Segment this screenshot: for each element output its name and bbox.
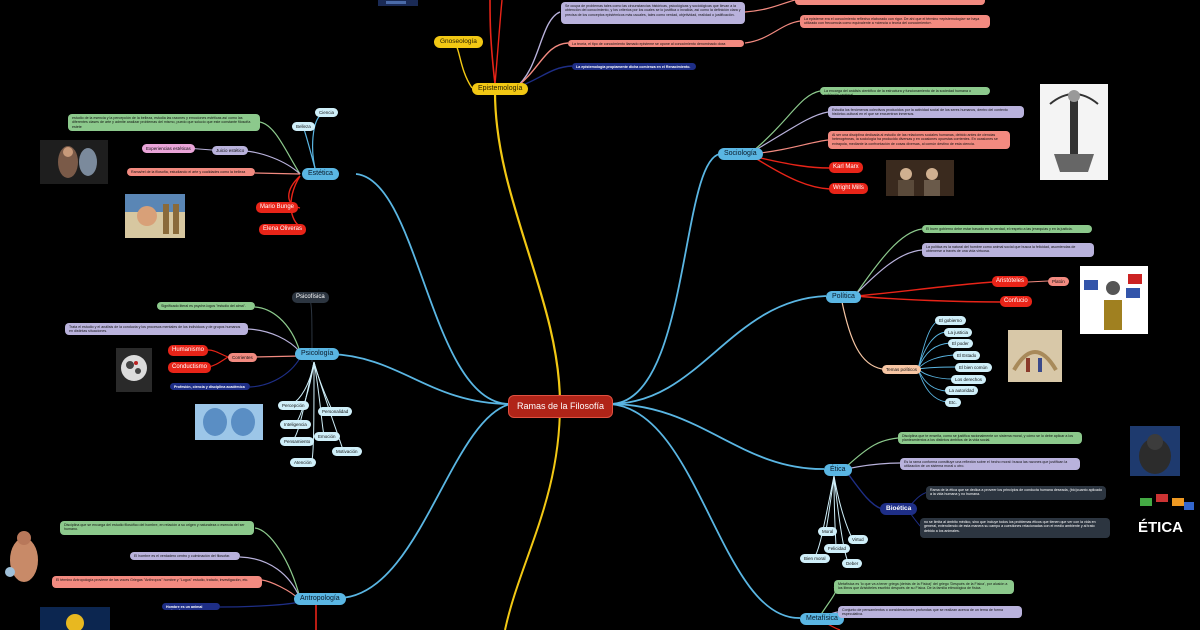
epistemologia-note-2[interactable]: La teoría, el tipo de conocimiento llama…: [568, 40, 744, 47]
metafisica-note-2[interactable]: Conjunto de pensamientos o consideracion…: [838, 606, 1022, 618]
politica-note-2[interactable]: La política es la natural del hombre com…: [922, 243, 1094, 257]
psicologia-conductismo[interactable]: Conductismo: [168, 362, 212, 374]
etica-virtud[interactable]: Virtud: [848, 535, 868, 545]
etica-bioetica-note-2[interactable]: no se limita al ámbito médico, sino que …: [920, 518, 1110, 538]
politica-tema-estado[interactable]: El Estado: [953, 351, 981, 361]
psicologia-motivacion[interactable]: Motivación: [332, 447, 362, 457]
politica-tema-autoridad[interactable]: La autoridad: [945, 386, 979, 396]
estetica-note-2[interactable]: Rama/rel de la filosofía, estudiando el …: [127, 168, 255, 176]
estetica-belleza[interactable]: Belleza: [292, 122, 315, 132]
subtopic-gnoseologia[interactable]: Gnoseología: [434, 36, 483, 48]
brain-tech-image: [40, 607, 110, 630]
politica-temas[interactable]: Temas políticos: [882, 365, 922, 375]
topic-metafisica[interactable]: Metafísica: [800, 613, 844, 626]
topic-epistemologia[interactable]: Epistemología: [472, 83, 529, 96]
politician-podium-image: [1080, 266, 1148, 334]
psicologia-note-2[interactable]: Trata el estudio y el análisis de la con…: [65, 323, 248, 335]
sociologia-note-3[interactable]: Al ser una disciplina dedicada al estudi…: [828, 131, 1010, 149]
estetica-ciencia[interactable]: Ciencia: [315, 108, 339, 118]
painting-face-image: [125, 194, 185, 238]
politica-tema-bien-comun[interactable]: El bien común: [955, 363, 992, 373]
profiles-image: [195, 404, 263, 440]
topic-sociologia[interactable]: Sociología: [718, 148, 763, 161]
politica-tema-justicia[interactable]: La justicia: [944, 328, 973, 338]
estetica-mario-bunge[interactable]: Mario Bunge: [256, 202, 299, 214]
head-gears-image: [116, 348, 152, 392]
estetica-juicio[interactable]: Juicio estético: [212, 146, 249, 156]
antropologia-note-3[interactable]: El término Antropología proviene de las …: [52, 576, 262, 588]
politica-tema-etc[interactable]: Etc.: [945, 398, 961, 408]
psicologia-psicofisica[interactable]: Psicofísica: [292, 292, 329, 304]
etica-sign-image: ÉTICA: [1134, 492, 1196, 536]
galaxy-image: [378, 0, 418, 6]
epistemologia-note-3[interactable]: La epistemología propiamente dicha comie…: [572, 63, 696, 70]
sociologia-note-2[interactable]: Estudia los fenómenos colectivos produci…: [828, 106, 1024, 118]
psicologia-pensamiento[interactable]: Pensamiento: [280, 437, 315, 447]
topic-politica[interactable]: Política: [826, 291, 861, 304]
psicologia-emocion[interactable]: Emoción: [314, 432, 340, 442]
topic-etica[interactable]: Ética: [824, 464, 852, 477]
politica-note-1[interactable]: El buen gobierno debe estar basado en la…: [922, 225, 1092, 233]
etica-deber[interactable]: Deber: [842, 559, 863, 569]
psicologia-note-1[interactable]: Significado literal es psyche-logos "est…: [157, 302, 255, 310]
thinker-blue-image: [1130, 426, 1180, 476]
psicologia-profesion[interactable]: Profesión, ciencia y disciplina académic…: [170, 383, 250, 390]
psicologia-percepcion[interactable]: Percepción: [278, 401, 309, 411]
estetica-experiencias[interactable]: Experiencias estéticas: [142, 144, 195, 154]
politica-confucio[interactable]: Confucio: [1000, 296, 1032, 308]
psicologia-humanismo[interactable]: Humanismo: [168, 345, 209, 357]
etica-felicidad[interactable]: Felicidad: [824, 544, 851, 554]
etica-note-2[interactable]: Es la rama conforma constituye una refle…: [900, 458, 1080, 470]
metafisica-note-1[interactable]: Metafísica es 'lo que va a tener griega …: [834, 580, 1014, 594]
psicologia-atencion[interactable]: Atención: [290, 458, 316, 468]
topic-psicologia[interactable]: Psicología: [295, 348, 340, 361]
etica-bioetica-note-1[interactable]: Rama de la ética que se dedica a proveer…: [926, 486, 1106, 500]
psicologia-personalidad[interactable]: Personalidad: [318, 407, 353, 417]
etica-sign-text: ÉTICA: [1138, 519, 1183, 536]
mirror-woman-image: [40, 140, 108, 184]
etica-bioetica[interactable]: Bioética: [880, 503, 918, 515]
epistemologia-note-4[interactable]: La episteme era el conocimiento reflexiv…: [800, 15, 990, 28]
central-topic[interactable]: Ramas de la Filosofía: [508, 395, 614, 418]
epistemologia-note-top: [795, 0, 985, 5]
etica-bien-moral[interactable]: Bien moral: [800, 554, 830, 564]
psicologia-inteligencia[interactable]: Inteligencia: [280, 420, 311, 430]
politica-aristoteles[interactable]: Aristóteles: [992, 276, 1029, 288]
politica-platon[interactable]: Platón: [1048, 277, 1069, 287]
politica-tema-derechos[interactable]: Los derechos: [951, 375, 987, 385]
sociologia-note-1[interactable]: La encarga del análisis científico de la…: [820, 87, 990, 95]
antropologia-note-1[interactable]: Disciplina que se encarga del estudio fi…: [60, 521, 254, 535]
topic-antropologia[interactable]: Antropología: [294, 593, 346, 606]
etica-note-1[interactable]: Disciplina que te enseña, como se justif…: [898, 432, 1082, 444]
estetica-elena-oliveras[interactable]: Elena Oliveras: [259, 224, 307, 236]
politica-tema-gobierno[interactable]: El gobierno: [935, 316, 966, 326]
philosophers-image: [886, 160, 954, 196]
sociologia-karl-marx[interactable]: Karl Marx: [829, 162, 863, 174]
sociologia-wright-mills[interactable]: Wright Mills: [829, 183, 868, 195]
politica-tema-poder[interactable]: El poder: [948, 339, 973, 349]
antropologia-note-4[interactable]: Hombre es un animal racional: [162, 603, 220, 610]
epistemologia-note-1[interactable]: Se ocupa de problemas tales como las cir…: [561, 2, 745, 24]
etica-moral[interactable]: Moral: [818, 527, 838, 537]
sociology-engraving-image: [1040, 84, 1108, 180]
psicologia-corrientes[interactable]: Corrientes: [228, 353, 257, 363]
school-of-athens-image: [1008, 330, 1062, 382]
topic-estetica[interactable]: Estética: [302, 168, 339, 181]
estetica-note-1[interactable]: estudio de la esencia y la percepción de…: [68, 114, 260, 131]
evolution-figure-image: [0, 526, 48, 590]
antropologia-note-2[interactable]: El hombre es el verdadero centro y culmi…: [130, 552, 240, 560]
